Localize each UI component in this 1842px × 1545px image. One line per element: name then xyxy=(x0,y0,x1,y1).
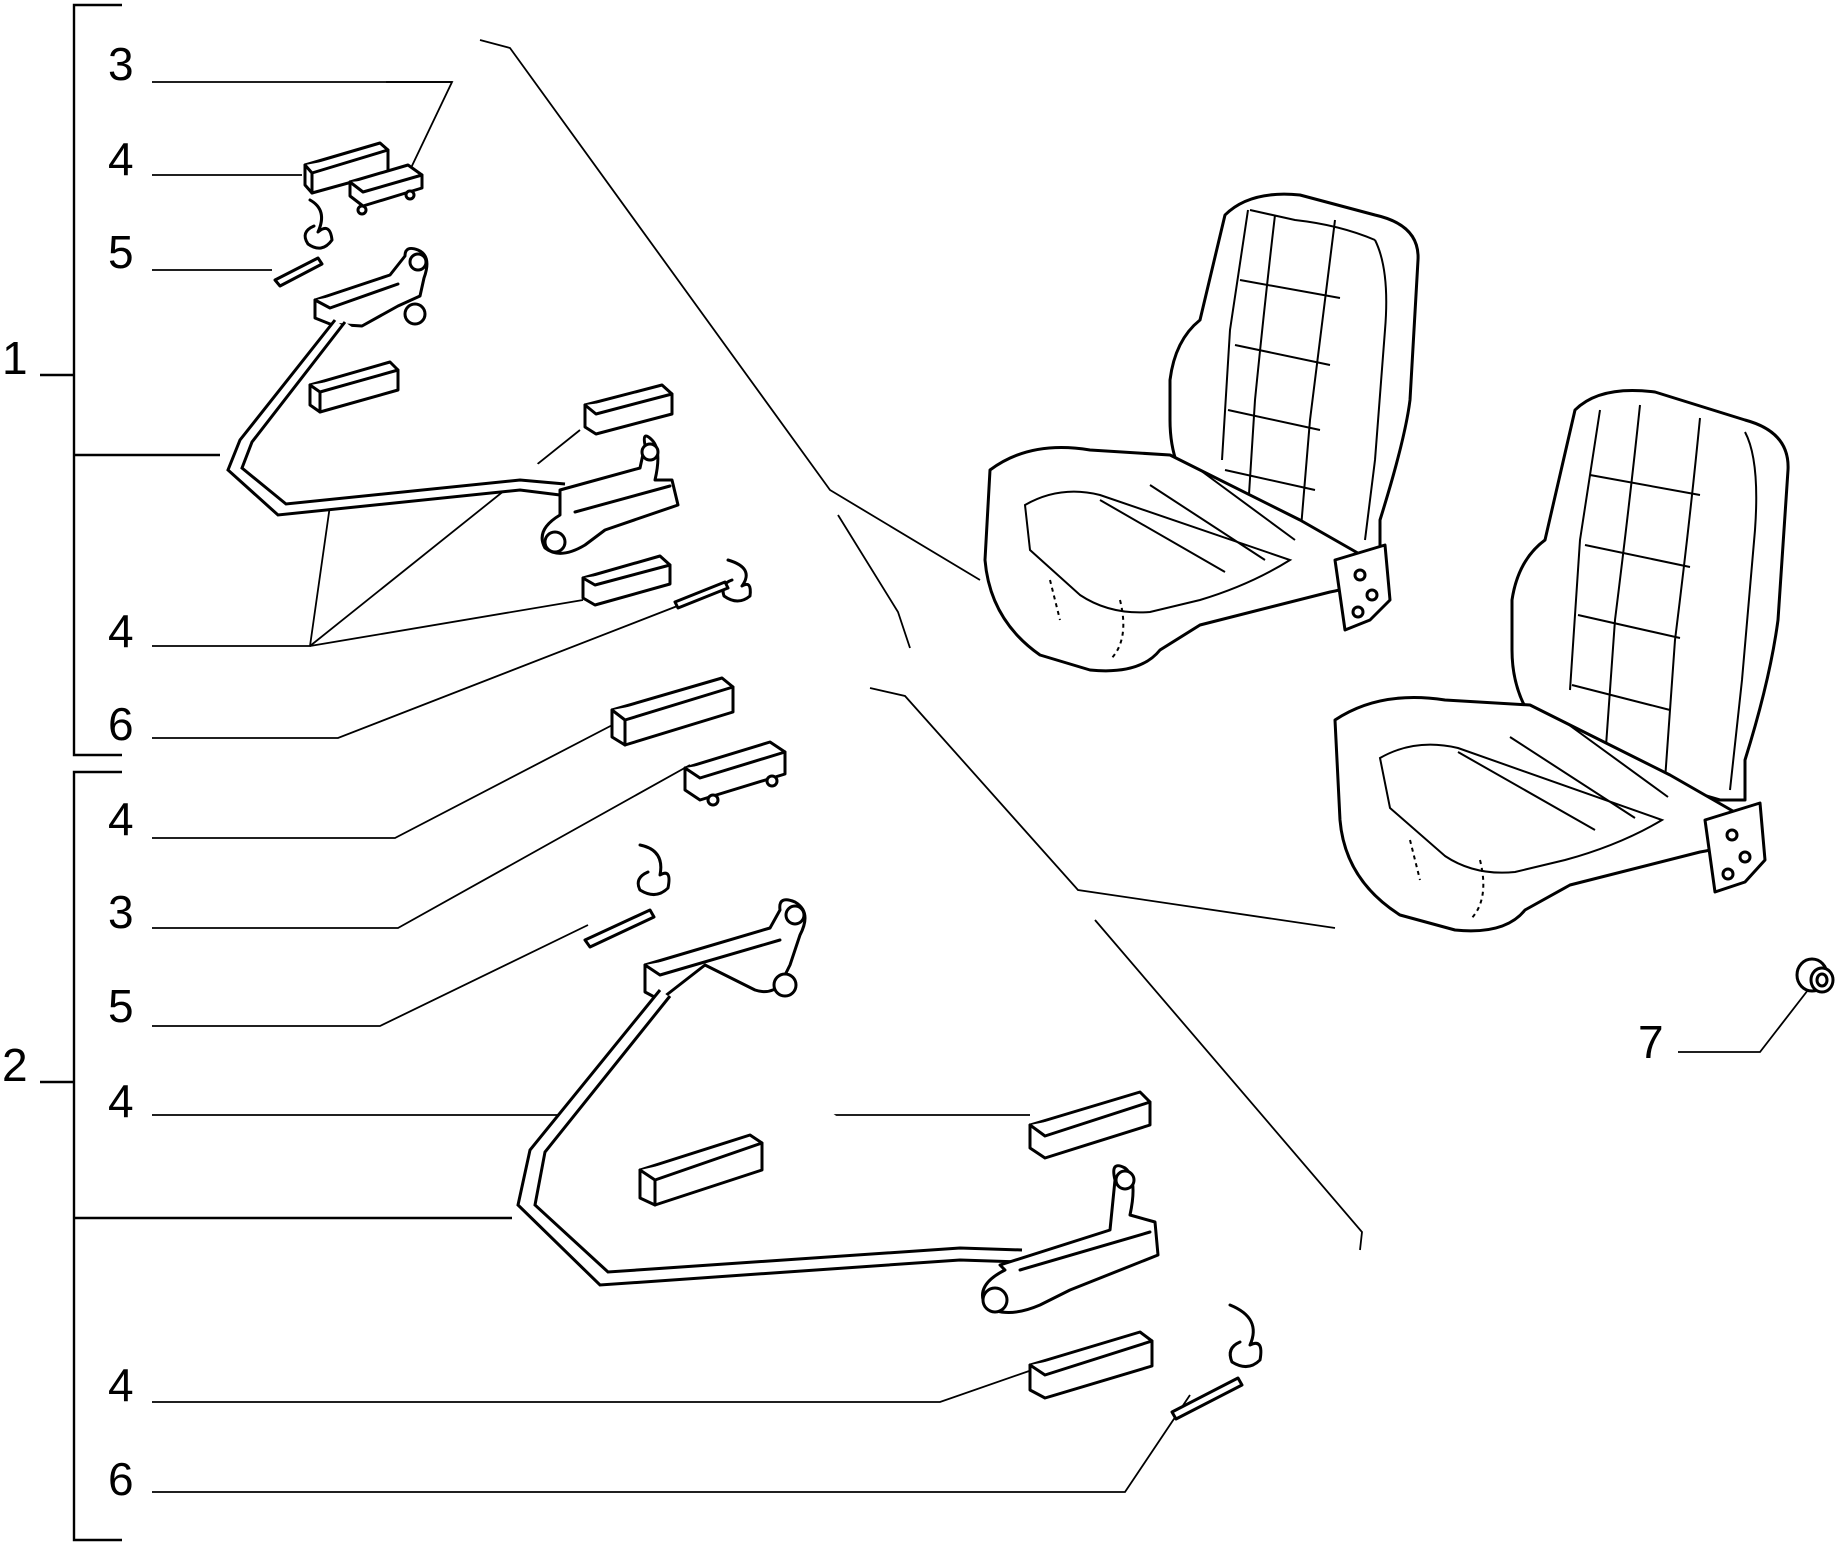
group-1-bracket xyxy=(40,3,220,757)
callout-2-4a: 4 xyxy=(108,793,134,845)
spring-icon xyxy=(273,198,334,288)
callout-2-4b: 4 xyxy=(108,1075,134,1127)
callout-7: 7 xyxy=(1638,1016,1664,1068)
callout-2-4c: 4 xyxy=(108,1359,134,1411)
pad-icon xyxy=(308,360,400,414)
callout-2-5: 5 xyxy=(108,980,134,1032)
seat-upper-icon xyxy=(983,192,1420,673)
hinge-plate-icon xyxy=(540,434,680,555)
clip-icon xyxy=(348,163,424,216)
pad-icon xyxy=(1028,1090,1152,1160)
group-2-bracket xyxy=(40,770,512,1542)
seat-lower-icon xyxy=(1333,388,1790,933)
upper-recliner-parts xyxy=(226,141,752,610)
pad-icon xyxy=(303,141,390,195)
hinge-plate-icon xyxy=(981,1164,1160,1314)
clip-icon xyxy=(683,740,787,807)
pad-icon xyxy=(638,1133,764,1207)
callout-1-5: 5 xyxy=(108,226,134,278)
spring-icon xyxy=(673,558,752,610)
callout-1-4b: 4 xyxy=(108,605,134,657)
callout-group-1: 1 xyxy=(2,332,28,384)
pad-icon xyxy=(610,676,735,747)
pad-icon xyxy=(581,554,672,607)
lower-recliner-parts xyxy=(516,676,1263,1421)
knob-icon xyxy=(1795,957,1835,994)
callout-1-6: 6 xyxy=(108,698,134,750)
callout-1-3: 3 xyxy=(108,38,134,90)
callout-1-4a: 4 xyxy=(108,133,134,185)
callout-2-6: 6 xyxy=(108,1453,134,1505)
assembly-pointer-lines xyxy=(479,39,1363,1251)
recliner-lever-icon xyxy=(516,898,1023,1287)
spring-icon xyxy=(1170,1303,1263,1421)
pad-icon xyxy=(583,383,674,436)
callout-group-2: 2 xyxy=(2,1039,28,1091)
pad-icon xyxy=(1028,1330,1154,1400)
recliner-lever-icon xyxy=(226,247,566,517)
spring-icon xyxy=(583,843,671,949)
callout-2-3: 3 xyxy=(108,886,134,938)
